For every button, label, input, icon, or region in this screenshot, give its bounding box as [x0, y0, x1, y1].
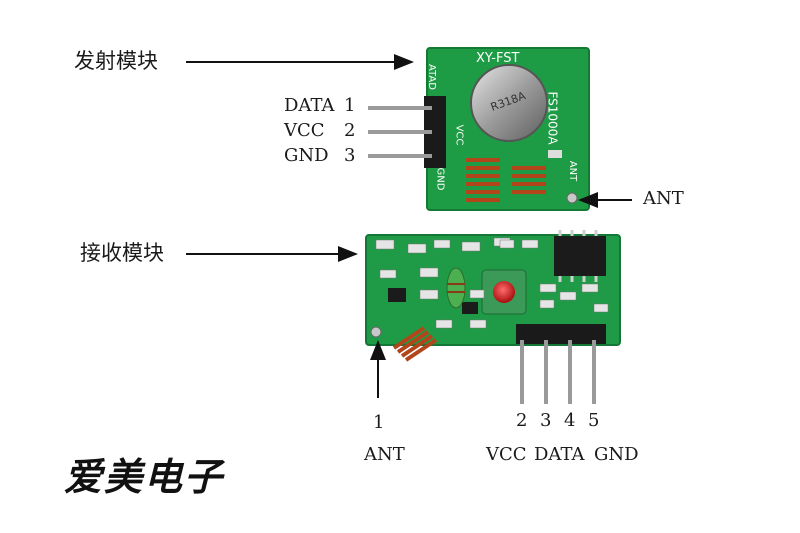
rx-pin-num-3: 3 [540, 410, 552, 431]
receiver-module-label: 接收模块 [80, 241, 164, 265]
rx-smd-components [375, 237, 609, 329]
rx-pin-header [516, 324, 606, 344]
tx-pin-data-num: 1 [344, 95, 356, 116]
rx-pin-num-5: 5 [588, 410, 600, 431]
tx-coil [466, 158, 546, 202]
tx-pin-vcc-name: VCC [284, 120, 325, 141]
tx-silk-ant: ANT [567, 160, 579, 182]
tx-ant-label: ANT [643, 188, 684, 209]
rx-coil [392, 326, 438, 362]
rx-ic-chip [554, 236, 606, 276]
rx-inductor [446, 267, 466, 309]
transmitter-board [368, 47, 590, 211]
tx-model-label: FS1000A [545, 91, 560, 145]
rx-pin-num-2: 2 [516, 410, 528, 431]
tx-ant-pad [566, 192, 578, 204]
tx-silk-data: ATAD [425, 64, 437, 90]
receiver-board [365, 230, 621, 404]
tx-pin-header [424, 96, 446, 168]
rx-pin-name-data: DATA [534, 444, 585, 465]
rx-pin-name-vcc: VCC [486, 444, 527, 465]
tx-chip-label: XY-FST [476, 51, 520, 66]
rx-led [493, 281, 515, 303]
tx-crystal-can [470, 64, 548, 142]
rx-pin1-num: 1 [373, 412, 385, 433]
rx-ant-pad [370, 326, 382, 338]
tx-pin-gnd-num: 3 [344, 145, 356, 166]
rx-pin-name-gnd: GND [594, 444, 639, 465]
tx-pin-data-name: DATA [284, 95, 335, 116]
brand-logo-text: 爱美电子 [64, 454, 225, 499]
tx-pin-vcc-num: 2 [344, 120, 356, 141]
tx-silk-vcc: VCC [453, 124, 465, 146]
tx-pin-gnd-name: GND [284, 145, 329, 166]
tx-silk-gnd: GND [434, 167, 446, 191]
transmitter-module-label: 发射模块 [74, 49, 158, 73]
rx-pin-num-4: 4 [564, 410, 576, 431]
rx-pin1-name: ANT [364, 444, 405, 465]
